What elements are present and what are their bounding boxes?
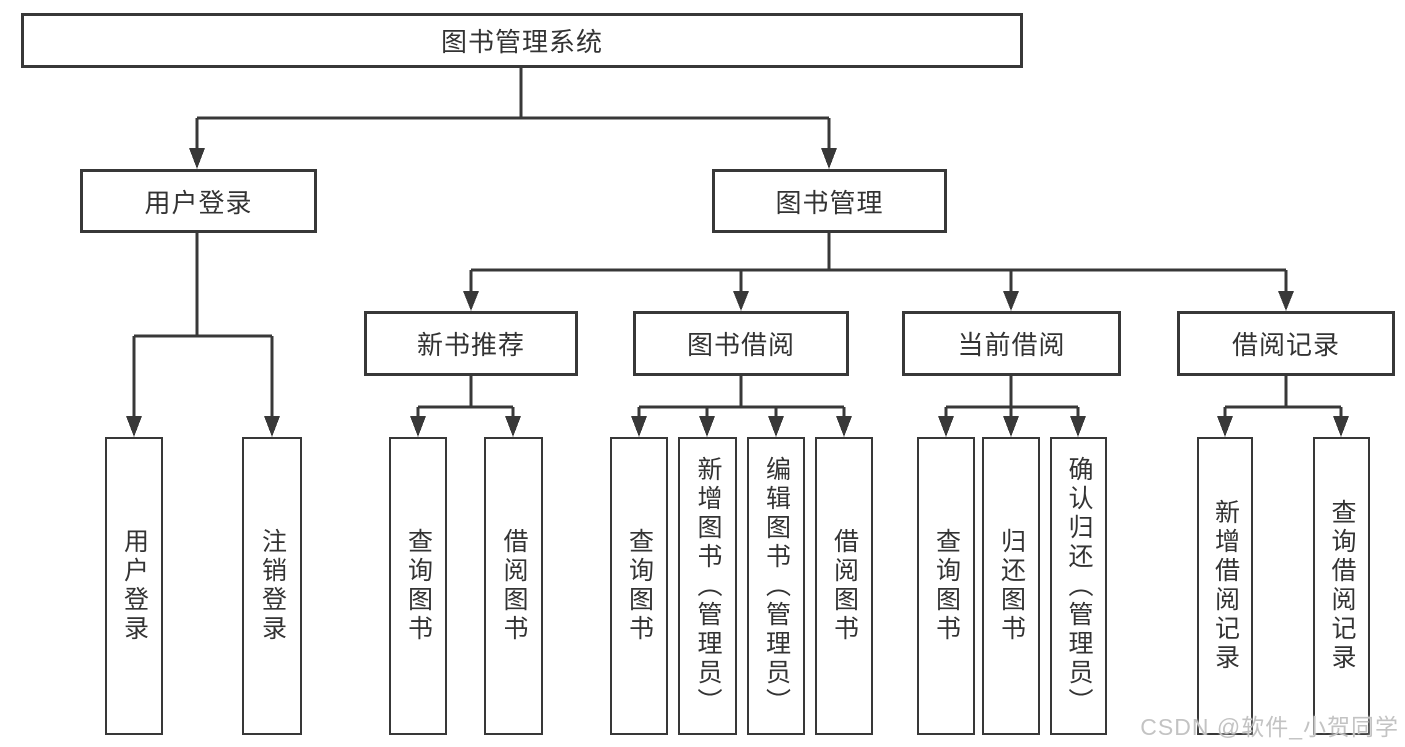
leaf-confirm-return-admin: 确认归还（管理员）: [1050, 437, 1107, 735]
connector-current-borrow-children: [938, 376, 1086, 437]
leaf-query-borrow-record: 查询借阅记录: [1313, 437, 1370, 735]
leaf-edit-books-admin: 编辑图书（管理员）: [747, 437, 805, 735]
node-book-borrowing: 图书借阅: [633, 311, 849, 376]
connector-root-to-level2: [189, 68, 837, 169]
leaf-query-books-borrowing: 查询图书: [610, 437, 668, 735]
node-library-system: 图书管理系统: [21, 13, 1023, 68]
connector-book-management-children: [463, 233, 1294, 311]
leaf-logout: 注销登录: [242, 437, 302, 735]
csdn-watermark: CSDN @软件_小贺同学: [1140, 714, 1399, 740]
leaf-add-books-admin: 新增图书（管理员）: [678, 437, 737, 735]
node-current-borrowing: 当前借阅: [902, 311, 1121, 376]
leaf-borrow-books-newbooks: 借阅图书: [484, 437, 543, 735]
node-book-management: 图书管理: [712, 169, 947, 233]
leaf-return-books: 归还图书: [982, 437, 1040, 735]
connector-user-login-children: [126, 233, 280, 437]
leaf-user-login: 用户登录: [105, 437, 163, 735]
connector-book-borrow-children: [631, 376, 852, 437]
leaf-borrow-books-borrowing: 借阅图书: [815, 437, 873, 735]
connector-new-books-children: [410, 376, 521, 437]
leaf-add-borrow-record: 新增借阅记录: [1197, 437, 1253, 735]
node-user-login: 用户登录: [80, 169, 317, 233]
node-new-book-recommend: 新书推荐: [364, 311, 578, 376]
leaf-query-books-current: 查询图书: [917, 437, 975, 735]
leaf-query-books-newbooks: 查询图书: [389, 437, 447, 735]
node-borrow-records: 借阅记录: [1177, 311, 1395, 376]
connector-borrow-records-children: [1217, 376, 1349, 437]
